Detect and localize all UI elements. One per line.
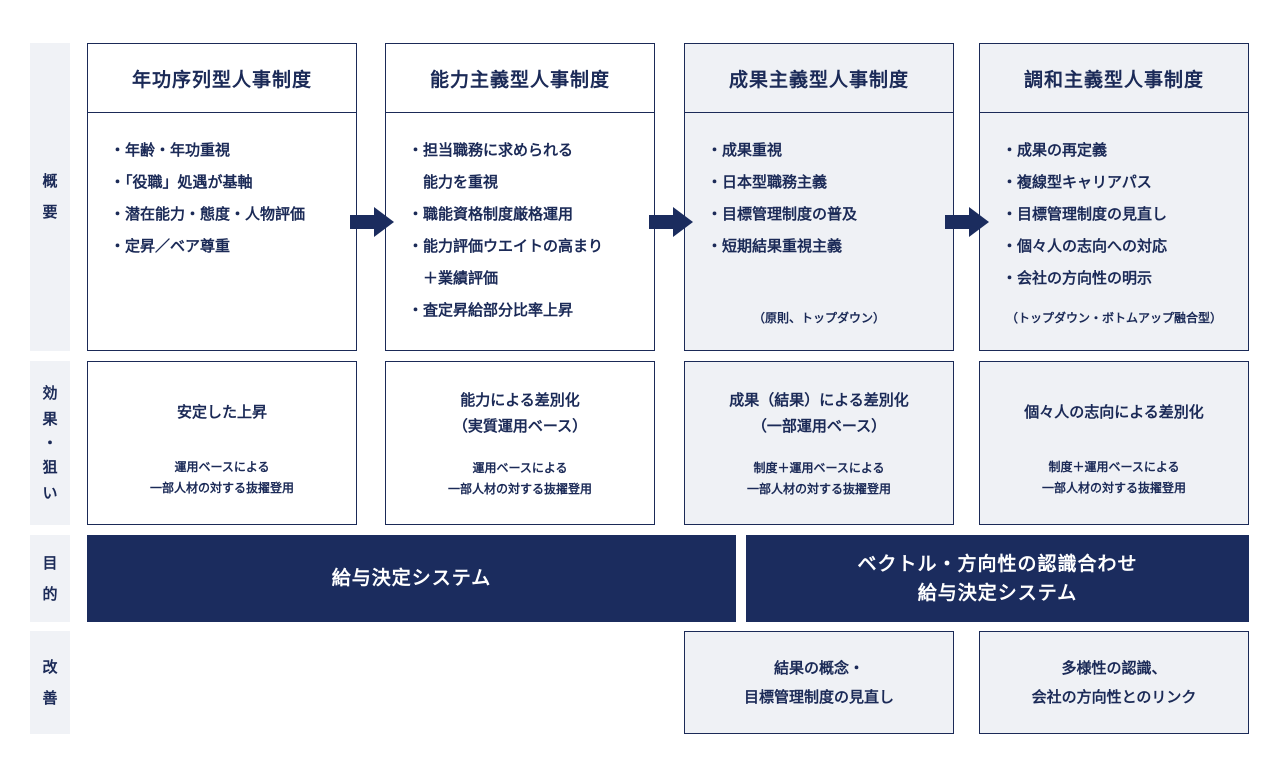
purpose-text: 給与決定システム xyxy=(331,567,492,589)
effect-main: （実質運用ベース） xyxy=(452,417,588,435)
system-title-text: 成果主義型人事制度 xyxy=(728,68,909,91)
overview-item: ・査定昇給部分比率上昇 xyxy=(408,301,574,319)
effect-main: 成果（結果）による差別化 xyxy=(729,391,909,409)
overview-item: ・成果重視 xyxy=(707,141,783,159)
effect-sub: 運用ベースによる xyxy=(174,460,270,474)
effect-sub: 制度＋運用ベースによる xyxy=(1048,460,1180,474)
row-label-char: 果 xyxy=(42,410,58,428)
improvement-box-3: 結果の概念・ 目標管理制度の見直し xyxy=(684,631,954,734)
overview-box-4: ・成果の再定義 ・複線型キャリアパス ・目標管理制度の見直し ・個々人の志向への… xyxy=(979,112,1249,351)
purpose-text: 給与決定システム xyxy=(917,581,1078,604)
overview-item: ・目標管理制度の普及 xyxy=(707,205,858,223)
effect-box-2: 能力による差別化 （実質運用ベース） 運用ベースによる 一部人材の対する抜擢登用 xyxy=(385,361,655,525)
effect-main: 個々人の志向による差別化 xyxy=(1024,403,1204,421)
row-label-char: 善 xyxy=(42,688,58,707)
overview-list: ・成果の再定義 ・複線型キャリアパス ・目標管理制度の見直し ・個々人の志向への… xyxy=(1002,134,1248,294)
row-label-char: 要 xyxy=(42,203,58,221)
overview-list: ・担当職務に求められる 能力を重視 ・職能資格制度厳格運用 ・能力評価ウエイトの… xyxy=(408,134,654,326)
arrow-right-icon xyxy=(649,207,693,237)
effect-sub: 一部人材の対する抜擢登用 xyxy=(746,482,891,496)
overview-item: ・短期結果重視主義 xyxy=(707,237,843,255)
row-label-char: 効 xyxy=(42,384,58,402)
effect-sub: 制度＋運用ベースによる xyxy=(753,461,885,475)
row-label-effect: 効 果 ・ 狙 い xyxy=(30,361,70,525)
system-title-text: 調和主義型人事制度 xyxy=(1023,68,1204,91)
overview-box-3: ・成果重視 ・日本型職務主義 ・目標管理制度の普及 ・短期結果重視主義 （原則、… xyxy=(684,112,954,351)
overview-list: ・年齢・年功重視 ・「役職」処遇が基軸 ・潜在能力・態度・人物評価 ・定昇／ベア… xyxy=(110,134,356,262)
overview-item: ・職能資格制度厳格運用 xyxy=(408,205,574,223)
effect-main: 安定した上昇 xyxy=(176,403,267,421)
overview-item: ・潜在能力・態度・人物評価 xyxy=(110,205,306,223)
overview-item: 能力を重視 xyxy=(408,173,499,191)
overview-item: ・日本型職務主義 xyxy=(707,173,828,191)
overview-note: （トップダウン・ボトムアップ融合型） xyxy=(1005,311,1222,325)
effect-sub: 一部人材の対する抜擢登用 xyxy=(149,481,294,495)
system-title-1: 年功序列型人事制度 xyxy=(87,43,357,113)
row-label-char: 目 xyxy=(42,553,58,572)
purpose-left: 給与決定システム xyxy=(87,535,736,622)
effect-sub: 一部人材の対する抜擢登用 xyxy=(447,482,592,496)
overview-item: ・「役職」処遇が基軸 xyxy=(110,173,253,191)
purpose-text: ベクトル・方向性の認識合わせ xyxy=(857,552,1138,575)
improvement-text: 会社の方向性とのリンク xyxy=(1031,687,1197,706)
system-title-text: 年功序列型人事制度 xyxy=(131,68,312,91)
effect-box-3: 成果（結果）による差別化 （一部運用ベース） 制度＋運用ベースによる 一部人材の… xyxy=(684,361,954,525)
system-title-4: 調和主義型人事制度 xyxy=(979,43,1249,113)
overview-box-2: ・担当職務に求められる 能力を重視 ・職能資格制度厳格運用 ・能力評価ウエイトの… xyxy=(385,112,655,351)
system-title-3: 成果主義型人事制度 xyxy=(684,43,954,113)
effect-box-1: 安定した上昇 運用ベースによる 一部人材の対する抜擢登用 xyxy=(87,361,357,525)
overview-item: ・複線型キャリアパス xyxy=(1002,173,1152,191)
overview-item: ・定昇／ベア尊重 xyxy=(110,237,231,255)
overview-item: ・成果の再定義 xyxy=(1002,141,1108,159)
improvement-text: 目標管理制度の見直し xyxy=(743,687,894,706)
overview-item: ・能力評価ウエイトの高まり xyxy=(408,237,604,255)
overview-item: ・担当職務に求められる xyxy=(408,141,574,159)
overview-box-1: ・年齢・年功重視 ・「役職」処遇が基軸 ・潜在能力・態度・人物評価 ・定昇／ベア… xyxy=(87,112,357,351)
improvement-text: 多様性の認識、 xyxy=(1061,658,1167,677)
row-label-purpose: 目 的 xyxy=(30,535,70,622)
improvement-box-4: 多様性の認識、 会社の方向性とのリンク xyxy=(979,631,1249,734)
effect-sub: 一部人材の対する抜擢登用 xyxy=(1041,481,1186,495)
effect-main: （一部運用ベース） xyxy=(751,417,887,435)
row-label-char: 概 xyxy=(42,172,58,190)
effect-box-4: 個々人の志向による差別化 制度＋運用ベースによる 一部人材の対する抜擢登用 xyxy=(979,361,1249,525)
effect-main: 能力による差別化 xyxy=(460,391,580,409)
row-label-char: い xyxy=(42,484,58,502)
system-title-2: 能力主義型人事制度 xyxy=(385,43,655,113)
purpose-right: ベクトル・方向性の認識合わせ 給与決定システム xyxy=(746,535,1249,622)
arrow-right-icon xyxy=(945,207,989,237)
system-title-text: 能力主義型人事制度 xyxy=(429,68,610,91)
row-label-improvement: 改 善 xyxy=(30,631,70,734)
row-label-char: ・ xyxy=(42,434,58,452)
overview-note: （原則、トップダウン） xyxy=(752,311,885,325)
effect-sub: 運用ベースによる xyxy=(472,461,568,475)
overview-item: ＋業績評価 xyxy=(408,269,499,287)
overview-item: ・目標管理制度の見直し xyxy=(1002,205,1168,223)
row-label-char: 改 xyxy=(42,657,58,676)
overview-item: ・個々人の志向への対応 xyxy=(1002,237,1168,255)
row-label-overview: 概 要 xyxy=(30,43,70,351)
improvement-text: 結果の概念・ xyxy=(773,658,864,677)
overview-item: ・会社の方向性の明示 xyxy=(1002,269,1153,287)
overview-item: ・年齢・年功重視 xyxy=(110,141,231,159)
arrow-right-icon xyxy=(350,207,394,237)
row-label-char: 狙 xyxy=(42,458,58,476)
overview-list: ・成果重視 ・日本型職務主義 ・目標管理制度の普及 ・短期結果重視主義 xyxy=(707,134,953,262)
row-label-char: 的 xyxy=(42,584,58,603)
